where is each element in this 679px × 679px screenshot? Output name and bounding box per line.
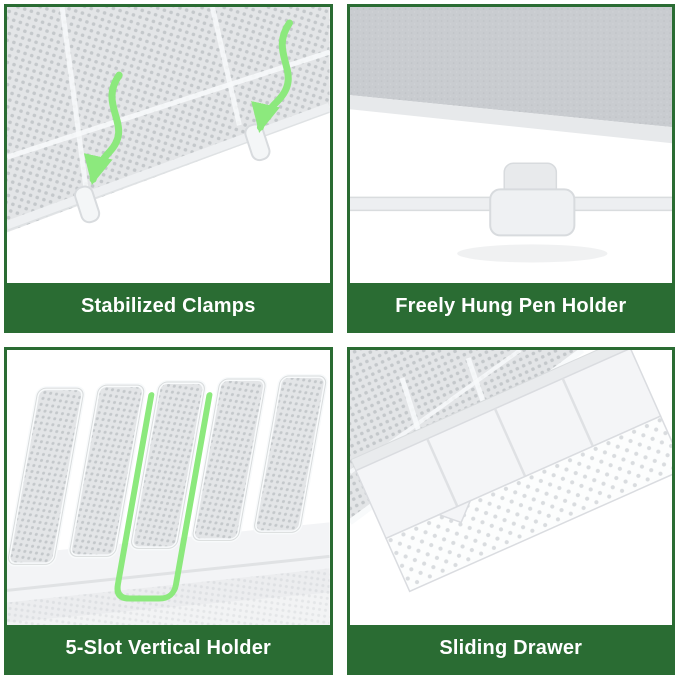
clamp-left — [74, 185, 101, 224]
caption-text: Freely Hung Pen Holder — [395, 294, 627, 317]
divider-4 — [191, 376, 268, 542]
stabilized-clamps-illustration — [7, 7, 330, 233]
desk-underside — [349, 7, 672, 128]
photo-5-slot-vertical-holder — [7, 349, 330, 625]
drawer — [349, 349, 672, 592]
pen-holder-clamp — [488, 188, 575, 237]
caption-bar: 5-Slot Vertical Holder — [7, 625, 330, 672]
caption-bar: Freely Hung Pen Holder — [349, 282, 672, 330]
photo-sliding-drawer — [349, 349, 672, 625]
photo-freely-hung-pen-holder — [349, 7, 672, 283]
panel-sliding-drawer: Sliding Drawer — [346, 346, 675, 675]
panel-stabilized-clamps: Stabilized Clamps — [4, 4, 333, 333]
drawer-notch — [436, 498, 472, 523]
divider-3 — [129, 379, 207, 550]
divider-1 — [7, 385, 86, 566]
caption-bar: Stabilized Clamps — [7, 282, 330, 330]
caption-text: Stabilized Clamps — [80, 294, 256, 317]
sliding-drawer-illustration — [349, 349, 672, 592]
pen-holder-illustration — [349, 7, 672, 263]
green-slot-outline-icon — [114, 391, 213, 601]
panel-5-slot-vertical-holder: 5-Slot Vertical Holder — [4, 346, 333, 675]
shadow — [456, 244, 607, 263]
perforation-pattern — [385, 415, 672, 591]
green-squiggle-arrow-icon — [83, 71, 123, 186]
photo-stabilized-clamps — [7, 7, 330, 283]
panel-freely-hung-pen-holder: Freely Hung Pen Holder — [346, 4, 675, 333]
divider-5 — [252, 373, 328, 534]
vertical-holder-illustration — [7, 373, 330, 625]
caption-bar: Sliding Drawer — [349, 625, 672, 672]
divider-2 — [68, 382, 146, 558]
caption-text: Sliding Drawer — [439, 637, 583, 659]
green-squiggle-arrow-icon — [251, 19, 293, 133]
desk-edge-band — [349, 95, 672, 144]
caption-text: 5-Slot Vertical Holder — [65, 637, 272, 659]
